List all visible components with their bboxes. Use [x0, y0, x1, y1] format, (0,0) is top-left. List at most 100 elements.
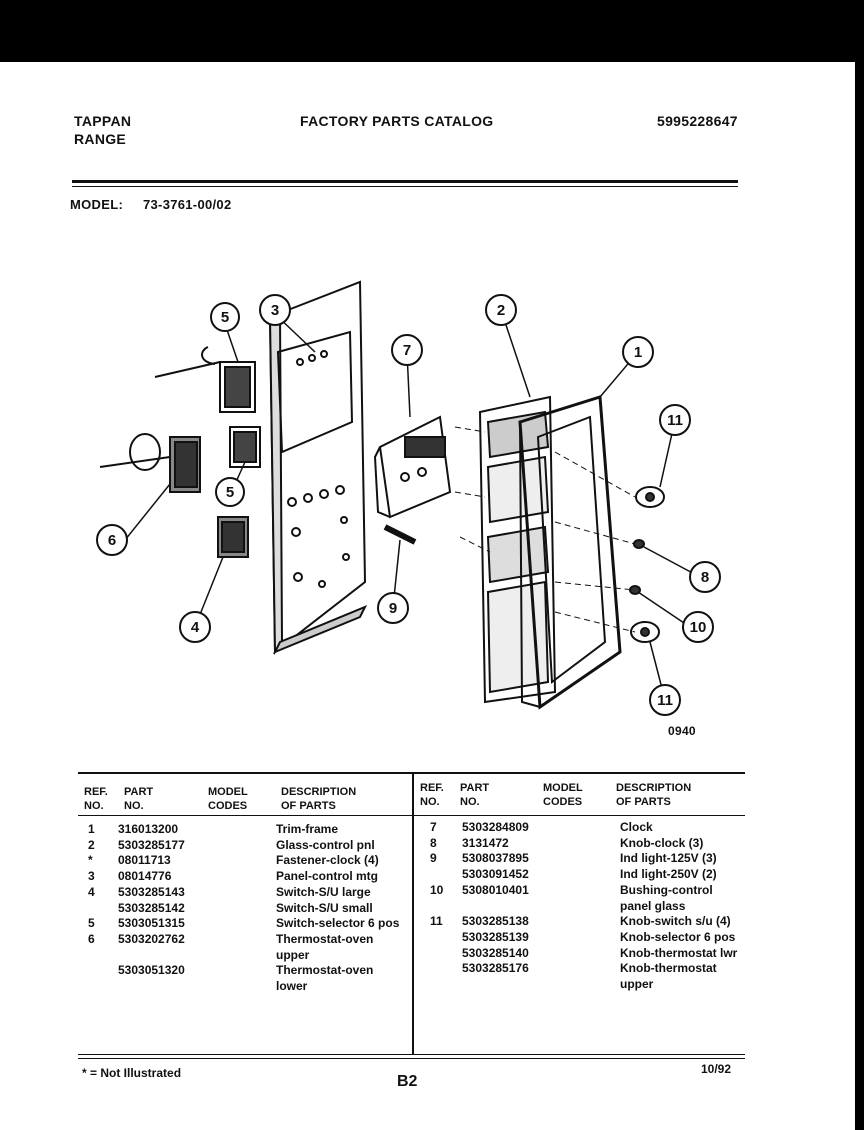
footer-rule [78, 1058, 745, 1059]
part-selector-switch-upper [154, 346, 256, 413]
callout-11-upper: 11 [667, 412, 683, 429]
right-row-ref: 9 [430, 851, 437, 866]
callout-10: 10 [690, 619, 707, 636]
callout-5-lower: 5 [226, 484, 234, 501]
part-trim-frame [518, 395, 622, 710]
right-row-desc: Ind light-250V (2) [620, 867, 717, 882]
left-row-desc: Thermostat-oven [276, 963, 374, 978]
part-knob-upper [635, 486, 665, 508]
left-row-part: 5303285142 [118, 900, 185, 915]
left-row-ref: * [88, 853, 93, 868]
left-row-desc: Switch-S/U large [276, 884, 371, 899]
left-row-part: 5303285177 [118, 837, 185, 852]
catalog-title: FACTORY PARTS CATALOG [300, 113, 494, 129]
header-rule-thick [72, 180, 738, 183]
right-row-desc: Knob-switch s/u (4) [620, 914, 731, 929]
part-knob-lower [630, 621, 660, 643]
part-indicator-light [383, 524, 417, 545]
left-row-part: 316013200 [118, 822, 179, 836]
left-row-desc: lower [276, 979, 308, 993]
callout-3: 3 [271, 302, 279, 319]
right-row-desc: Knob-thermostat lwr [620, 945, 738, 960]
left-row-part: 5303202762 [118, 931, 185, 946]
left-row-ref: 4 [88, 884, 95, 899]
right-row-part: 5308037895 [462, 851, 529, 866]
left-row-ref: 1 [88, 822, 95, 836]
model-label: MODEL: [70, 197, 124, 212]
left-row-part: 5303285143 [118, 884, 185, 899]
left-row-desc: Trim-frame [276, 822, 339, 836]
left-row-ref: 2 [88, 837, 95, 852]
left-row-desc: Switch-S/U small [276, 900, 373, 915]
right-row-ref: 7 [430, 820, 437, 834]
part-selector-switch-lower [229, 426, 261, 468]
brand-line2: RANGE [74, 131, 127, 147]
brand-line1: TAPPAN [74, 113, 132, 129]
right-row-part: 5303285176 [462, 961, 529, 976]
right-row-desc: Knob-selector 6 pos [620, 929, 736, 944]
page-number: B2 [397, 1073, 418, 1090]
part-thermostat [99, 433, 201, 493]
left-row-desc: Fastener-clock (4) [276, 853, 379, 868]
diagram-code: 0940 [668, 724, 696, 738]
left-row-desc: upper [276, 947, 310, 962]
left-row-part: 08011713 [118, 853, 171, 868]
right-row-desc: Bushing-control [620, 882, 713, 897]
left-row-part: 08014776 [118, 869, 172, 884]
part-control-mounting-panel [268, 280, 368, 656]
footnote: * = Not Illustrated [82, 1066, 182, 1080]
right-row-part: 5303284809 [462, 820, 529, 834]
left-row-desc: Panel-control mtg [276, 869, 379, 884]
revision-date: 10/92 [701, 1062, 732, 1076]
callout-1: 1 [634, 344, 642, 361]
table-divider [412, 772, 414, 1054]
callout-6: 6 [108, 532, 116, 549]
right-row-part: 3131472 [462, 835, 509, 850]
right-row-ref: 8 [430, 835, 437, 850]
hdr-ref-right: REF.NO. [420, 782, 444, 808]
left-row-desc: Switch-selector 6 pos [276, 916, 400, 931]
right-row-part: 5303285140 [462, 945, 529, 960]
catalog-number: 5995228647 [657, 113, 738, 129]
right-row-desc: Knob-clock (3) [620, 835, 704, 850]
right-row-part: 5303285139 [462, 929, 529, 944]
model-value: 73-3761-00/02 [143, 197, 232, 212]
callout-9: 9 [389, 600, 397, 617]
callout-11-lower: 11 [657, 692, 673, 709]
callout-4: 4 [191, 619, 200, 636]
part-clock [373, 415, 452, 519]
exploded-parts-diagram: 1 2 3 4 5 5 6 7 8 9 10 11 11 [96, 280, 721, 716]
right-row-desc: Knob-thermostat [620, 961, 717, 976]
callout-5-upper: 5 [221, 309, 229, 326]
right-row-desc: Ind light-125V (3) [620, 851, 717, 866]
right-row-desc: panel glass [620, 898, 686, 913]
right-row-desc: Clock [620, 820, 653, 834]
part-glass-control-panel [478, 395, 557, 704]
left-row-desc: Thermostat-oven [276, 931, 374, 946]
right-row-ref: 10 [430, 882, 444, 897]
table-bottom-rule [78, 1054, 745, 1055]
callout-7: 7 [403, 342, 411, 359]
left-row-desc: Glass-control pnl [276, 837, 375, 852]
left-row-part: 5303051315 [118, 916, 185, 931]
part-infinite-switch [217, 516, 249, 558]
right-row-part: 5308010401 [462, 882, 529, 897]
left-row-ref: 5 [88, 916, 95, 931]
right-row-desc: upper [620, 977, 654, 991]
table-header-rule [78, 815, 745, 816]
left-row-ref: 3 [88, 869, 95, 884]
callout-2: 2 [497, 302, 505, 319]
callout-8: 8 [701, 569, 709, 586]
hdr-ref-left: REF.NO. [84, 786, 108, 812]
table-top-rule [78, 772, 745, 774]
part-knob-clock [633, 539, 645, 549]
header-rule-thin [72, 186, 738, 187]
left-row-part: 5303051320 [118, 963, 185, 978]
right-row-part: 5303091452 [462, 867, 529, 882]
right-row-ref: 11 [430, 914, 443, 929]
